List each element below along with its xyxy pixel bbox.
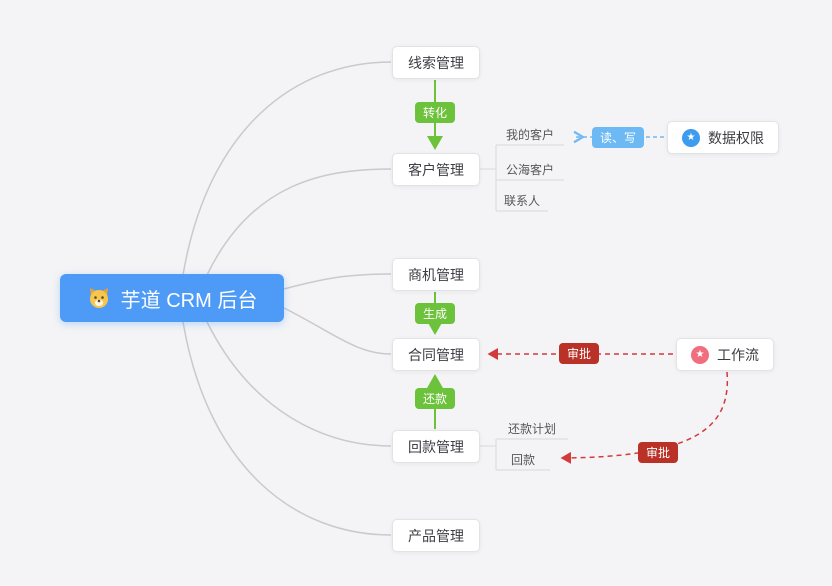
badge-repay: 还款 xyxy=(415,388,456,409)
edge-root-customer xyxy=(206,168,392,276)
node-label: 客户管理 xyxy=(408,161,464,178)
badge-read-write: 读、写 xyxy=(592,127,645,148)
badge-convert: 转化 xyxy=(415,102,456,123)
node-label: 商机管理 xyxy=(408,266,464,283)
node-label: 工作流 xyxy=(717,346,759,363)
child-brackets xyxy=(480,144,568,471)
node-label: 产品管理 xyxy=(408,527,464,544)
root-label: 芋道 CRM 后台 xyxy=(120,289,258,312)
bracket-receivable-children xyxy=(480,438,568,471)
node-workflow[interactable]: ★ 工作流 xyxy=(676,338,774,371)
star-icon: ★ xyxy=(682,128,700,147)
edge-root-contract xyxy=(283,307,392,355)
child-contacts[interactable]: 联系人 xyxy=(504,194,541,208)
child-public-customers[interactable]: 公海客户 xyxy=(506,163,555,177)
child-my-customers[interactable]: 我的客户 xyxy=(506,128,555,142)
badge-generate: 生成 xyxy=(415,303,456,324)
node-customer-management[interactable]: 客户管理 xyxy=(392,153,480,186)
root-branch-curves xyxy=(182,61,392,536)
node-label: 合同管理 xyxy=(408,346,464,363)
edge-root-product xyxy=(182,321,392,536)
arrow-workflow-to-receipt xyxy=(560,371,729,464)
node-data-permission[interactable]: ★ 数据权限 xyxy=(667,121,779,154)
node-opportunity-management[interactable]: 商机管理 xyxy=(392,258,480,291)
badge-approve-contract: 审批 xyxy=(559,343,600,364)
node-label: 线索管理 xyxy=(408,54,464,71)
child-receipt[interactable]: 回款 xyxy=(511,453,536,467)
edge-root-opportunity xyxy=(283,273,392,290)
dog-icon xyxy=(87,286,111,310)
edge-root-lead xyxy=(182,61,392,276)
badge-approve-receivable: 审批 xyxy=(638,442,679,463)
node-label: 数据权限 xyxy=(708,129,764,146)
edge-root-receivable xyxy=(206,321,392,447)
node-label: 回款管理 xyxy=(408,438,464,455)
node-receivable-management[interactable]: 回款管理 xyxy=(392,430,480,463)
node-contract-management[interactable]: 合同管理 xyxy=(392,338,480,371)
bracket-customer-children xyxy=(480,144,564,212)
star-icon: ★ xyxy=(691,345,709,364)
child-repayment-plan[interactable]: 还款计划 xyxy=(508,422,557,436)
root-node[interactable]: 芋道 CRM 后台 xyxy=(60,274,284,322)
node-product-management[interactable]: 产品管理 xyxy=(392,519,480,552)
node-lead-management[interactable]: 线索管理 xyxy=(392,46,480,79)
